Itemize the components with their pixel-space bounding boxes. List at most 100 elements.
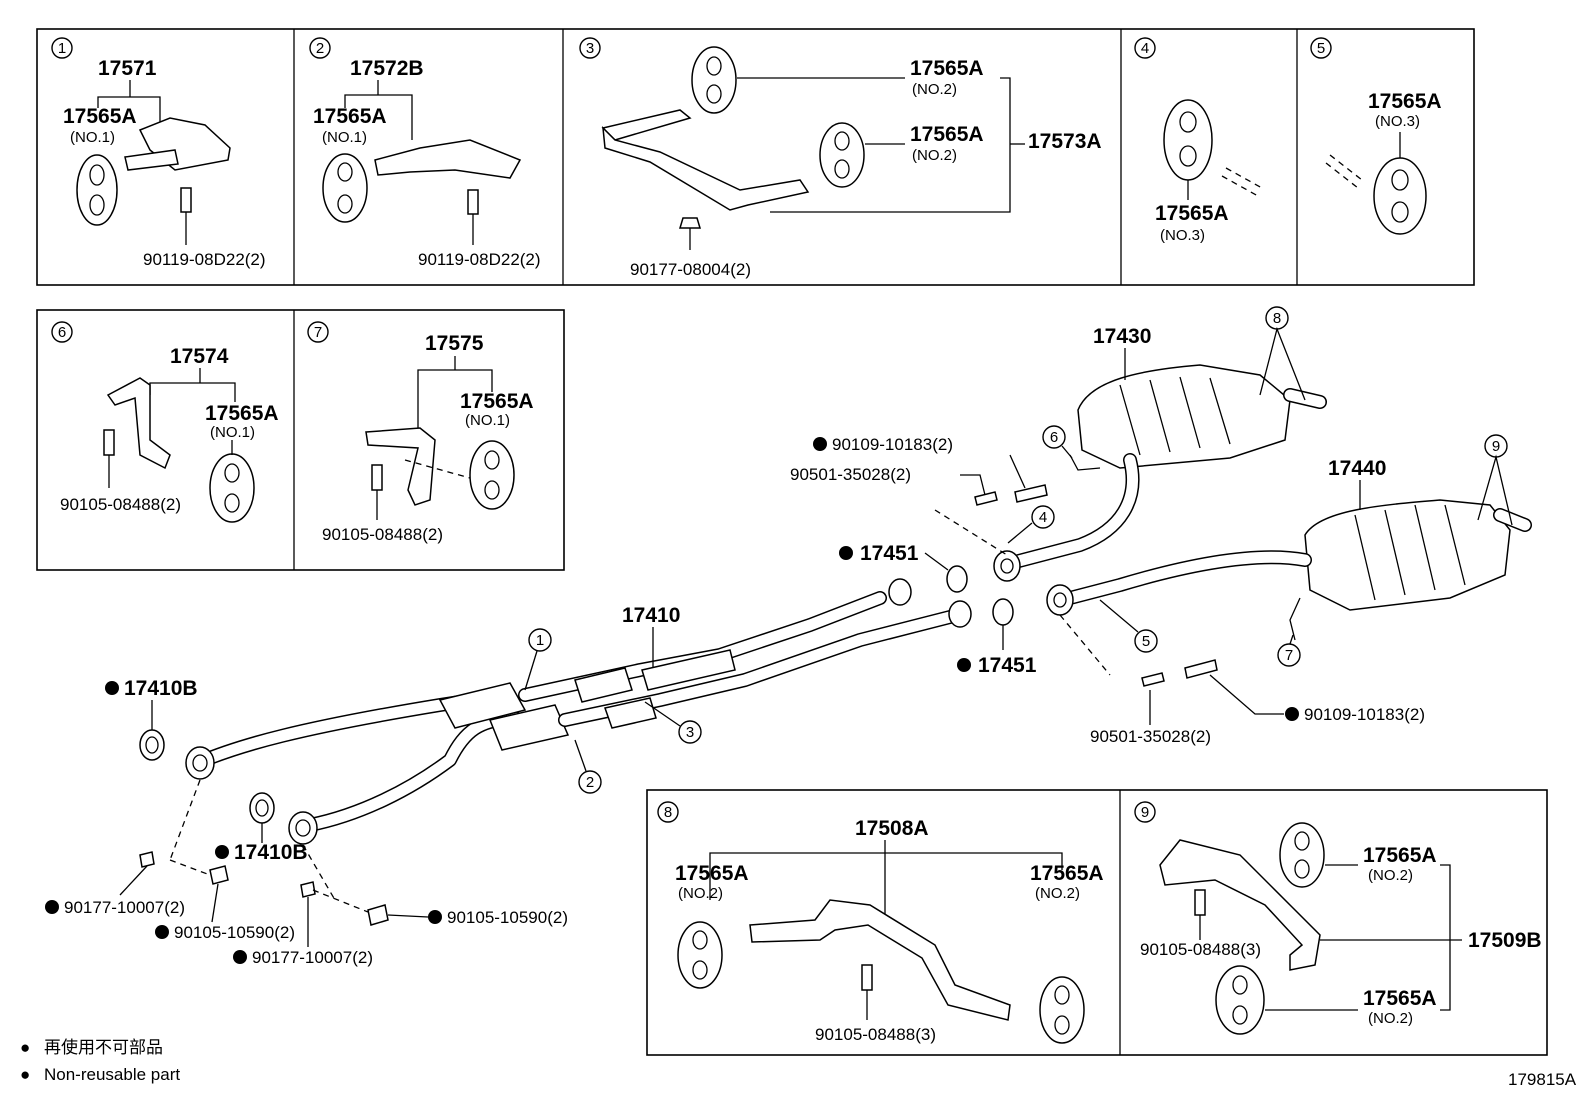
legend-line-1: 再使用不可部品 [44,1037,163,1057]
label-90177-08004: 90177-08004(2) [630,260,751,279]
svg-text:6: 6 [1050,429,1058,446]
non-reusable-dot [155,925,169,939]
panels-8-9-frame [646,789,1548,1056]
rear-flange-2 [948,600,972,628]
label-17575: 17575 [425,332,484,355]
label-90501-35028-b: 90501-35028(2) [1090,727,1211,746]
crossmember-end [601,109,692,141]
svg-text:1: 1 [536,632,544,649]
label-17565a: 17565A [460,390,534,413]
label-90105-08488: 90105-08488(3) [815,1025,936,1044]
non-reusable-dot [839,546,853,560]
label-no1: (NO.1) [210,424,255,441]
callout-9: 9 [1484,434,1508,458]
panel-2-number: 2 [316,40,324,57]
panel-6-number: 6 [58,324,66,341]
hanger-bracket-17575 [365,427,436,506]
label-17509b: 17509B [1468,929,1542,952]
bolt-icon [103,429,115,456]
label-17430: 17430 [1093,325,1151,348]
label-90105-08488: 90105-08488(2) [60,495,181,514]
panel-6: 17574 17565A (NO.1) 90105-08488(2) [60,345,279,523]
catalytic-converter-4 [604,697,657,729]
rubber-mount-icon [691,46,737,114]
non-reusable-dot [45,900,59,914]
panel-7-number: 7 [314,324,322,341]
main-assembly: 17430 17440 17410 17451 17451 17410B 174… [45,306,1532,967]
rubber-mount-icon [469,440,515,510]
legend-marker-1: ● [20,1038,30,1057]
crossmember-17573a [602,125,810,211]
muffler-17440 [1304,499,1511,611]
label-17565a-a: 17565A [675,862,749,885]
callout-7: 7 [1277,643,1301,667]
panel-1-number: 1 [58,40,66,57]
svg-text:2: 2 [586,774,594,791]
svg-text:9: 9 [1492,438,1500,455]
panel-8-number: 8 [664,804,672,821]
bolt-icon [467,189,479,215]
hanger-bracket-17574 [106,377,171,470]
panel-3: 17565A (NO.2) 17565A (NO.2) 17573A 90177… [601,46,1102,279]
rubber-mount-icon [1373,157,1427,235]
label-17565a-b: 17565A [1030,862,1104,885]
label-no2-b: (NO.2) [1368,1010,1413,1027]
rubber-mount-icon [1279,822,1325,888]
nut-90177-a [139,851,155,868]
label-90109-10183-b: 90109-10183(2) [1304,705,1425,724]
label-90105-08488: 90105-08488(2) [322,525,443,544]
non-reusable-dot [105,681,119,695]
spring-90501-b [1141,672,1165,687]
callout-4: 4 [1031,505,1055,529]
panel-5-number: 5 [1317,40,1325,57]
bolt-90105-b [367,904,389,926]
non-reusable-dot [233,950,247,964]
label-17410: 17410 [622,604,680,627]
panel-number-7: 7 [307,321,329,343]
svg-text:3: 3 [686,724,694,741]
non-reusable-dot [813,437,827,451]
gasket-17410b-a [139,729,165,761]
label-17565a: 17565A [63,105,137,128]
label-90177-10007-a: 90177-10007(2) [64,898,185,917]
svg-text:7: 7 [1285,647,1293,664]
gasket-17451-b [992,598,1014,626]
svg-text:8: 8 [1273,310,1281,327]
label-17451-a: 17451 [860,542,919,565]
label-no1: (NO.1) [70,129,115,146]
callout-3: 3 [678,720,702,744]
label-no2-a: (NO.2) [1368,867,1413,884]
front-flange-left [185,746,215,780]
panel-number-1: 1 [51,37,73,59]
label-17573a: 17573A [1028,130,1102,153]
label-17410b-b: 17410B [234,841,308,864]
label-17565a: 17565A [1368,90,1442,113]
front-pipe-bracket [641,649,736,691]
label-90105-08488: 90105-08488(3) [1140,940,1261,959]
panel-number-8: 8 [657,801,679,823]
svg-text:5: 5 [1142,633,1150,650]
legend: ● 再使用不可部品 ● Non-reusable part [20,1037,180,1084]
label-90109-10183-a: 90109-10183(2) [832,435,953,454]
bolt-90109-b [1184,659,1218,679]
panel-5: 17565A (NO.3) [1325,90,1442,235]
hanger-7 [1289,597,1301,641]
rubber-mount-icon [322,153,368,223]
spring-90501-a [974,491,998,506]
svg-text:4: 4 [1039,509,1047,526]
catalytic-converter-1 [438,682,527,729]
panel-number-5: 5 [1310,37,1332,59]
rubber-mount-icon [1215,965,1265,1035]
panel-8: 17508A 17565A (NO.2) 17565A (NO.2) 90105… [675,817,1104,1044]
label-17440: 17440 [1328,457,1386,480]
gasket-17410b-b [249,792,275,824]
label-90105-10590-b: 90105-10590(2) [447,908,568,927]
label-no2-a: (NO.2) [678,885,723,902]
panel-4: 17565A (NO.3) [1155,99,1263,244]
label-17574: 17574 [170,345,229,368]
flange-17440 [1046,584,1074,616]
label-90501-35028-a: 90501-35028(2) [790,465,911,484]
label-no1: (NO.1) [465,412,510,429]
panel-number-3: 3 [579,37,601,59]
